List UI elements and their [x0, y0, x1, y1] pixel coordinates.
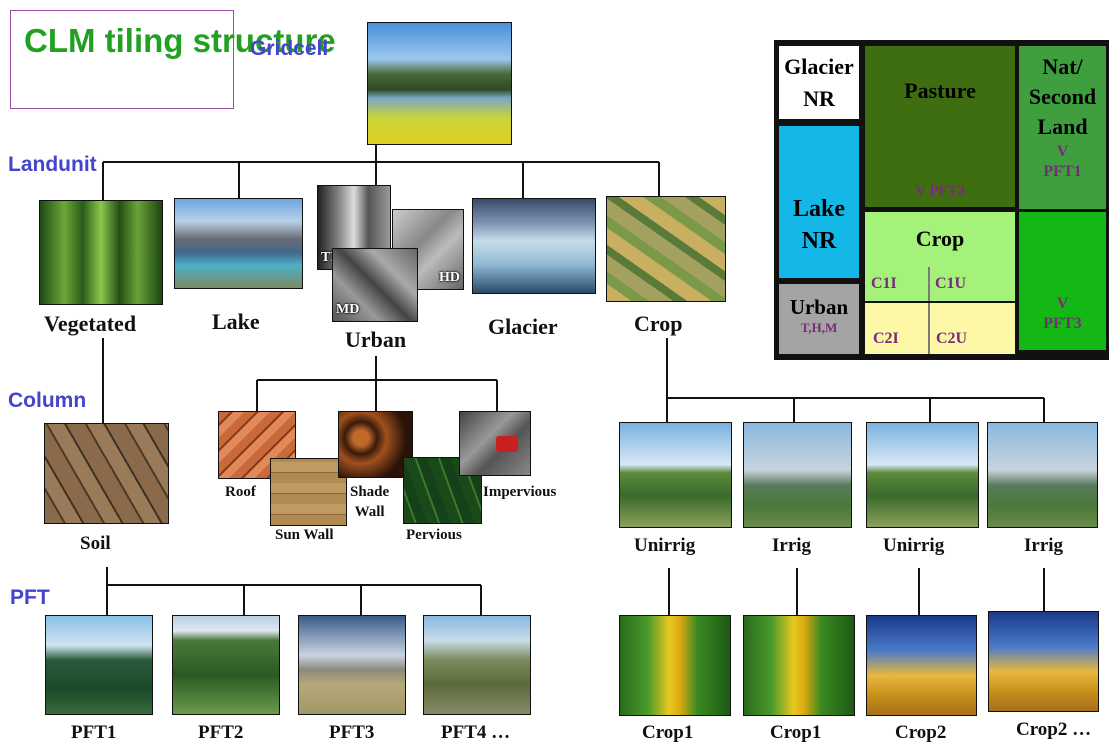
urban-md-image: MD [332, 248, 418, 322]
pft2-image [172, 615, 280, 715]
level-pft: PFT [10, 586, 50, 609]
crop-image [606, 196, 726, 302]
label-pervious: Pervious [406, 527, 462, 543]
diagram-title: CLM tiling structure [24, 22, 336, 59]
crop2-image-1 [866, 615, 977, 716]
unirrig-image-1 [619, 422, 732, 528]
grid-urban-label: Urban [789, 295, 849, 319]
label-unirrig-1: Unirrig [634, 535, 696, 556]
label-pft4: PFT4 … [441, 722, 511, 743]
label-shade-wall-line2: Wall [354, 504, 385, 520]
level-landunit: Landunit [8, 153, 97, 176]
grid-urban-cell: Urban T,H,M [779, 284, 859, 354]
grid-crop-cell: Crop C1I C1U [865, 212, 1015, 301]
grid-natural-sub: V PFT1 [1019, 142, 1106, 182]
label-shade-wall-line1: Shade [350, 484, 390, 500]
grid-vpft3-line1: V [1056, 295, 1069, 312]
level-gridcell: Gridcell [250, 37, 329, 60]
impervious-image [459, 411, 531, 476]
label-crop2-1: Crop2 [895, 722, 947, 743]
irrig-image-2 [987, 422, 1098, 528]
grid-pasture-cell: Pasture V PFT3 [865, 46, 1015, 207]
soil-image [44, 423, 169, 524]
label-shade-wall: Shade Wall [350, 482, 389, 522]
grid-crop-label: Crop [915, 226, 965, 251]
pft3-image [298, 615, 406, 715]
pft4-image [423, 615, 531, 715]
grid-pasture-sub: V PFT3 [914, 183, 966, 199]
unirrig-image-2 [866, 422, 979, 528]
label-crop1-2: Crop1 [770, 722, 822, 743]
label-impervious: Impervious [483, 484, 557, 500]
grid-c2u-label: C2U [936, 330, 968, 347]
vegetated-image [39, 200, 163, 305]
grid-glacier-sub: NR [803, 86, 835, 111]
pft1-image [45, 615, 153, 715]
grid-lake-sub: NR [801, 228, 837, 254]
label-soil: Soil [80, 533, 111, 554]
title-box [10, 10, 234, 109]
label-lake: Lake [212, 309, 260, 334]
grid-crop2-divider [928, 303, 930, 354]
label-irrig-1: Irrig [772, 535, 812, 556]
grid-c1i-label: C1I [871, 275, 897, 292]
label-pft3: PFT3 [329, 722, 375, 743]
grid-lake-cell: Lake NR [779, 126, 859, 278]
grid-natural-cell: Nat/ Second Land V PFT1 [1019, 46, 1106, 209]
crop2-image-2 [988, 611, 1099, 712]
grid-crop-divider [928, 267, 930, 301]
grid-urban-sub: T,H,M [800, 320, 838, 335]
red-car-icon [496, 436, 518, 452]
label-roof: Roof [225, 484, 256, 500]
grid-natural-line2: Second [1028, 84, 1097, 109]
lake-image [174, 198, 303, 289]
label-unirrig-2: Unirrig [883, 535, 945, 556]
gridcell-image [367, 22, 512, 145]
grid-natural-line3: Land [1037, 114, 1088, 139]
grid-natural-line1: Nat/ [1042, 54, 1083, 79]
label-vegetated: Vegetated [44, 311, 137, 336]
urban-md-tag: MD [336, 302, 360, 317]
grid-glacier-cell: Glacier NR [779, 46, 859, 119]
grid-c1u-label: C1U [935, 275, 967, 292]
label-irrig-2: Irrig [1024, 535, 1064, 556]
label-crop1-1: Crop1 [642, 722, 694, 743]
label-glacier: Glacier [488, 314, 558, 339]
level-column: Column [8, 389, 87, 412]
label-crop: Crop [634, 311, 683, 336]
tiling-grid: Glacier NR Lake NR Urban T,H,M Pasture V… [774, 40, 1109, 360]
grid-lake-label: Lake [792, 196, 845, 222]
glacier-image [472, 198, 596, 294]
grid-c2i-label: C2I [873, 330, 899, 347]
grid-pasture-label: Pasture [904, 78, 976, 103]
crop1-image-1 [619, 615, 731, 716]
grid-glacier-label: Glacier [784, 54, 854, 79]
sun-wall-image [270, 458, 347, 526]
urban-hd-tag: HD [439, 270, 460, 285]
irrig-image-1 [743, 422, 852, 528]
shade-wall-image [338, 411, 413, 478]
grid-vpft3-line2: PFT3 [1043, 315, 1082, 332]
label-sun-wall: Sun Wall [275, 527, 334, 543]
grid-natural-sub-line2: PFT1 [1043, 163, 1082, 180]
label-pft2: PFT2 [198, 722, 244, 743]
grid-natural-label: Nat/ Second Land [1019, 46, 1106, 142]
grid-vpft3-cell: V PFT3 [1019, 212, 1106, 350]
grid-crop2-cell: C2I C2U [865, 303, 1015, 354]
label-urban: Urban [345, 327, 407, 352]
label-crop2-2: Crop2 … [1016, 719, 1092, 740]
crop1-image-2 [743, 615, 855, 716]
grid-natural-sub-line1: V [1056, 143, 1069, 160]
label-pft1: PFT1 [71, 722, 117, 743]
